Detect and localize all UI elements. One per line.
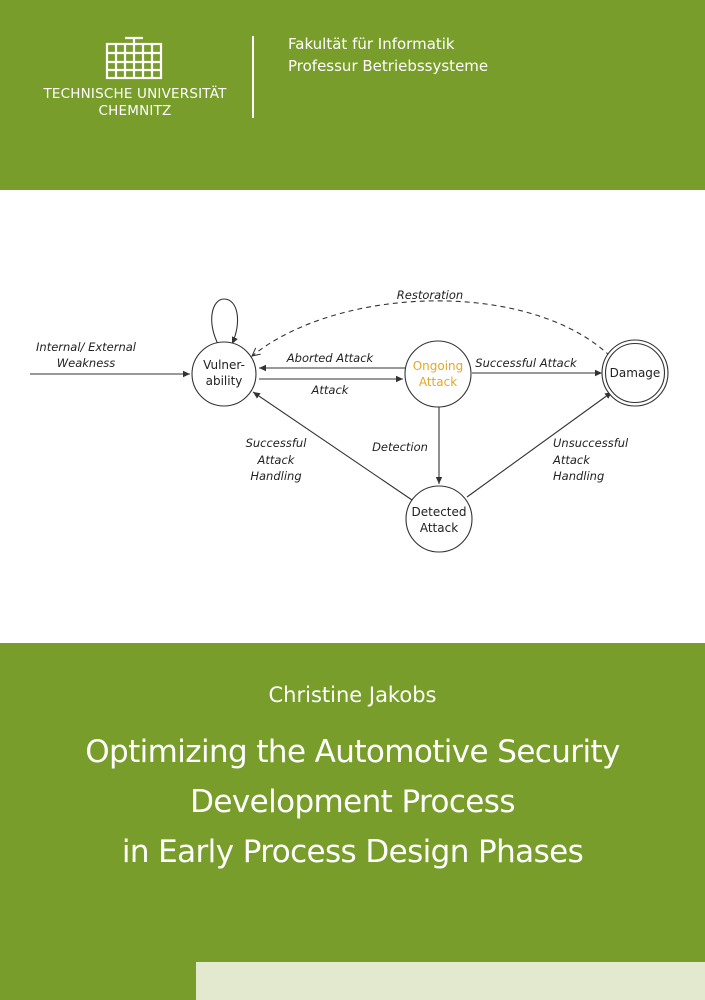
input-label-line1: Internal/ External — [36, 340, 137, 354]
state-detected-attack — [405, 485, 473, 553]
book-title-line3: in Early Process Design Phases — [121, 834, 584, 870]
detected-label-line1: Detected — [411, 505, 466, 519]
unsuccessful-handling-label-line3: Handling — [553, 469, 604, 483]
header-band: TECHNISCHE UNIVERSITÄT CHEMNITZ Fakultät… — [0, 0, 705, 190]
unsuccessful-handling-edge — [466, 391, 613, 498]
faculty-info: Fakultät für Informatik Professur Betrie… — [288, 33, 488, 77]
ongoing-label-line2: Attack — [419, 375, 457, 389]
successful-handling-label-line1: Successful — [246, 436, 308, 450]
tu-chemnitz-building-logo-icon — [105, 36, 163, 80]
restoration-edge — [252, 300, 611, 356]
attack-label: Attack — [311, 383, 350, 397]
attack-state-diagram: Vulner- ability Ongoing Attack Damage De… — [30, 288, 669, 553]
header-divider — [252, 36, 254, 118]
state-vulnerability — [191, 341, 257, 407]
university-name-line2: CHEMNITZ — [98, 103, 172, 119]
author-name: Christine Jakobs — [268, 683, 437, 707]
book-title: Optimizing the Automotive Security Devel… — [0, 727, 705, 877]
damage-label: Damage — [610, 366, 661, 380]
input-label-line2: Weakness — [57, 356, 116, 370]
successful-handling-label-line2: Attack — [257, 453, 296, 467]
aborted-attack-label: Aborted Attack — [286, 351, 375, 365]
successful-attack-label: Successful Attack — [475, 356, 578, 370]
detected-label-line2: Attack — [420, 521, 458, 535]
self-loop-edge — [211, 298, 239, 347]
vulnerability-label-line2: ability — [206, 374, 243, 388]
successful-handling-edge — [252, 391, 413, 501]
faculty-line1: Fakultät für Informatik — [288, 35, 455, 53]
university-name: TECHNISCHE UNIVERSITÄT CHEMNITZ — [22, 86, 248, 120]
state-ongoing-attack — [404, 340, 472, 408]
footer-band: Christine Jakobs Optimizing the Automoti… — [0, 643, 705, 1000]
book-title-line1: Optimizing the Automotive Security — [85, 734, 620, 770]
unsuccessful-handling-label-line2: Attack — [552, 453, 591, 467]
vulnerability-label-line1: Vulner- — [203, 358, 245, 372]
university-name-line1: TECHNISCHE UNIVERSITÄT — [43, 86, 227, 102]
ongoing-label-line1: Ongoing — [413, 359, 464, 373]
successful-handling-label-line3: Handling — [250, 469, 301, 483]
state-damage — [601, 339, 669, 407]
book-title-line2: Development Process — [190, 784, 515, 820]
unsuccessful-handling-label-line1: Unsuccessful — [553, 436, 629, 450]
bottom-light-strip — [196, 962, 705, 1000]
detection-label: Detection — [372, 440, 428, 454]
faculty-line2: Professur Betriebssysteme — [288, 57, 489, 75]
state-damage-inner-ring — [604, 342, 666, 404]
restoration-label: Restoration — [397, 288, 463, 302]
